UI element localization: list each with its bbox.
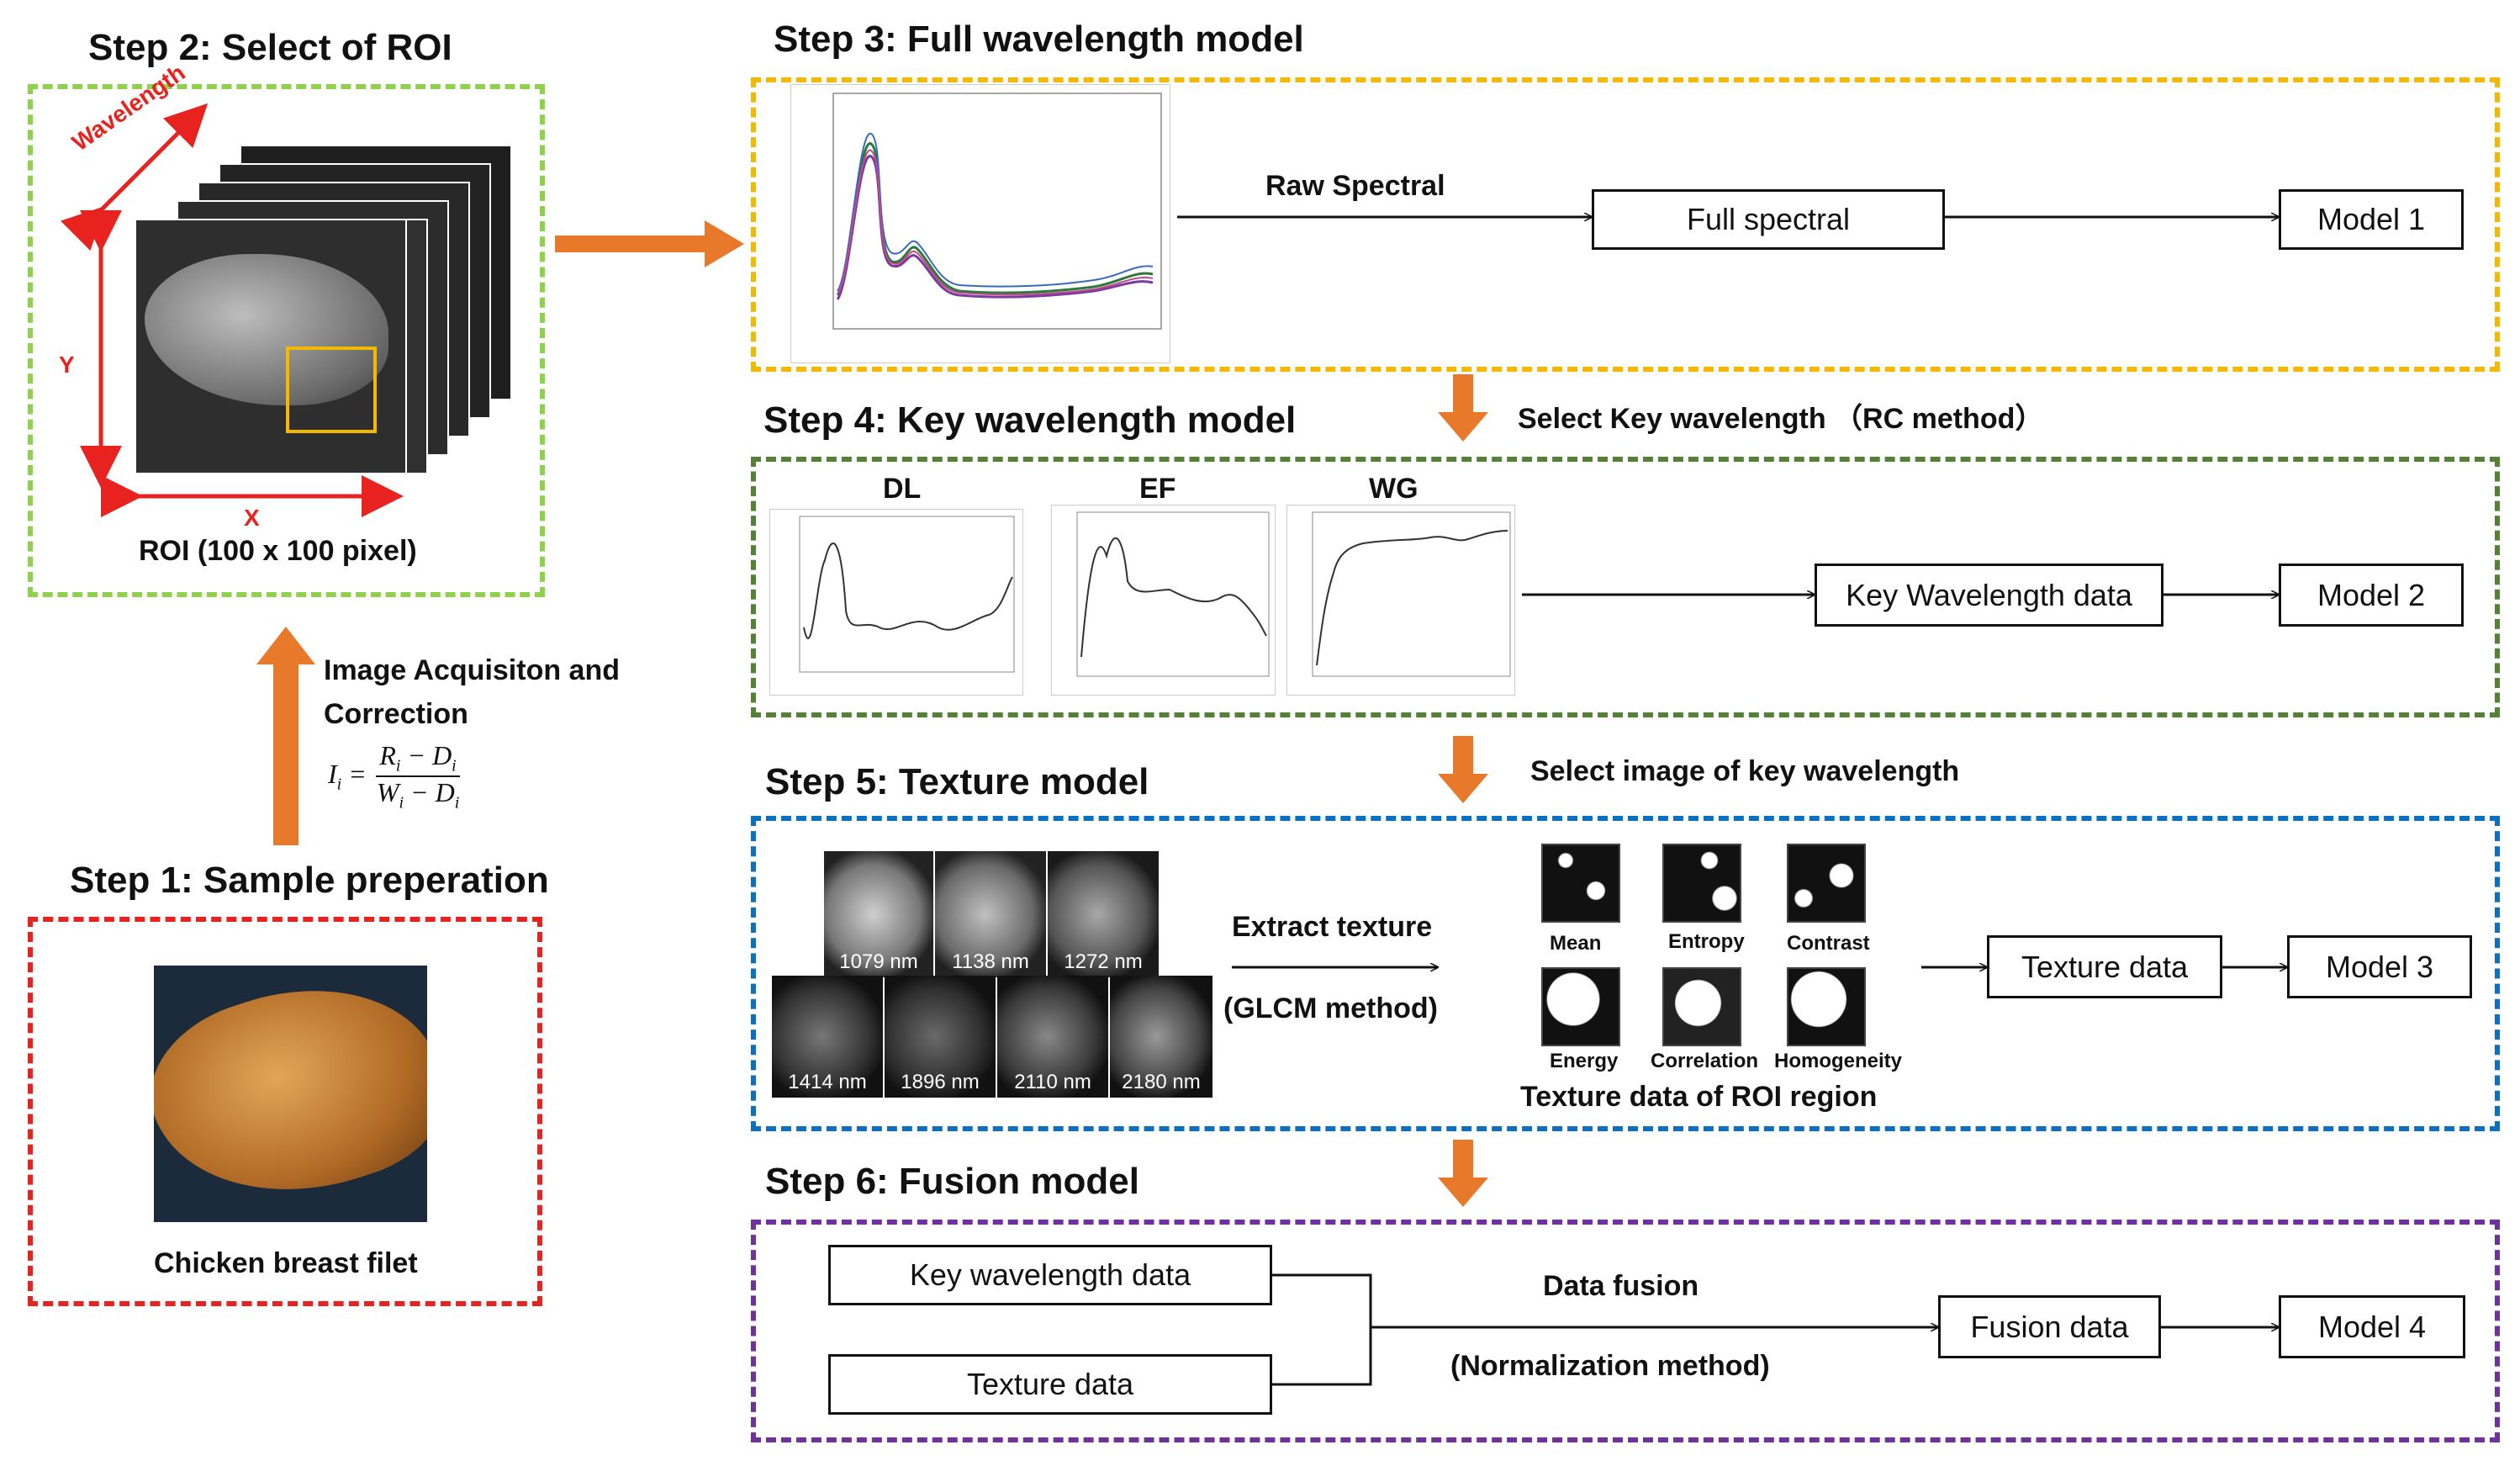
dl-regression-plot: [769, 509, 1023, 696]
step2-box: [28, 84, 545, 597]
chart-label-ef: EF: [1139, 473, 1176, 505]
fusion-input-key-wavelength: Key wavelength data: [828, 1245, 1272, 1305]
extract-texture-label: Extract texture: [1232, 911, 1433, 943]
acquisition-label-1: Image Acquisiton and: [324, 654, 621, 686]
texture-roi-caption: Texture data of ROI region: [1520, 1081, 1878, 1113]
nm-label: 2180 nm: [1122, 1071, 1201, 1093]
step3-box: [751, 77, 2500, 372]
chart-label-dl: DL: [883, 473, 922, 505]
nm-label: 1414 nm: [788, 1071, 867, 1093]
nm-label: 1079 nm: [839, 950, 918, 973]
texture-data-box: Texture data: [1987, 935, 2222, 998]
normalization-method-label: (Normalization method): [1450, 1350, 1770, 1382]
step6-title: Step 6: Fusion model: [765, 1161, 1139, 1202]
feature-label-correlation: Correlation: [1651, 1050, 1759, 1072]
chicken-photo: [154, 966, 427, 1222]
feature-label-entropy: Entropy: [1668, 930, 1745, 953]
nm-image: 1079 nm: [824, 851, 933, 977]
data-fusion-label: Data fusion: [1543, 1270, 1699, 1302]
chicken-grey-shape: [145, 254, 388, 405]
fusion-bracket: [1272, 1273, 1372, 1386]
texture-image-entropy: [1662, 844, 1741, 923]
chart-label-wg: WG: [1369, 473, 1418, 505]
texture-image-contrast: [1787, 844, 1866, 923]
model4-box: Model 4: [2279, 1295, 2465, 1358]
feature-label-energy: Energy: [1550, 1050, 1619, 1072]
step1-title: Step 1: Sample preperation: [70, 860, 549, 901]
step4-title: Step 4: Key wavelength model: [763, 400, 1297, 441]
nm-image: 1896 nm: [885, 976, 996, 1098]
nm-label: 1896 nm: [901, 1071, 980, 1093]
hyperspectral-stack: [135, 145, 521, 481]
formula-fraction: Ri − Di Wi − Di: [373, 740, 462, 813]
ef-svg: [1076, 511, 1270, 677]
nm-label: 1138 nm: [952, 950, 1029, 973]
roi-rectangle: [286, 347, 377, 433]
raw-spectra-svg: [832, 93, 1162, 330]
fusion-input-texture: Texture data: [828, 1354, 1272, 1415]
step4-box: [751, 457, 2500, 717]
step6-box: [751, 1220, 2500, 1442]
formula-denominator: Wi − Di: [376, 777, 460, 812]
step1-caption: Chicken breast filet: [154, 1247, 418, 1279]
nm-image: 1272 nm: [1048, 851, 1159, 977]
texture-image-correlation: [1662, 967, 1741, 1046]
raw-spectral-label: Raw Spectral: [1265, 170, 1445, 202]
key-wavelength-data-box: Key Wavelength data: [1815, 564, 2163, 627]
wg-svg: [1312, 511, 1511, 677]
y-axis-label: Y: [59, 352, 75, 378]
feature-label-contrast: Contrast: [1787, 932, 1870, 955]
step1-box: [28, 917, 542, 1306]
texture-image-energy: [1541, 967, 1620, 1046]
step5-box: [751, 816, 2500, 1131]
select-image-label: Select image of key wavelength: [1530, 755, 1960, 787]
texture-image-homogeneity: [1787, 967, 1866, 1046]
dl-svg: [799, 516, 1015, 673]
ef-regression-plot: [1051, 505, 1276, 696]
x-axis-label: X: [244, 505, 260, 531]
feature-label-homogeneity: Homogeneity: [1774, 1050, 1903, 1072]
glcm-method-label: (GLCM method): [1223, 992, 1438, 1024]
raw-spectra-plot: [790, 84, 1170, 363]
formula-lhs: Ii =: [328, 759, 367, 794]
step3-title: Step 3: Full wavelength model: [774, 19, 1304, 60]
nm-image: 2180 nm: [1110, 976, 1212, 1098]
nm-image: 1138 nm: [935, 851, 1046, 977]
nm-image: 2110 nm: [997, 976, 1108, 1098]
acquisition-label-2: Correction: [324, 698, 468, 730]
model2-box: Model 2: [2279, 564, 2464, 627]
nm-label: 2110 nm: [1014, 1071, 1091, 1093]
nm-image: 1414 nm: [772, 976, 883, 1098]
roi-caption: ROI (100 x 100 pixel): [139, 535, 417, 567]
feature-label-mean: Mean: [1550, 932, 1602, 955]
step2-title: Step 2: Select of ROI: [88, 27, 452, 68]
texture-image-mean: [1541, 844, 1620, 923]
nm-label: 1272 nm: [1064, 950, 1143, 973]
correction-formula: Ii = Ri − Di Wi − Di: [328, 740, 462, 813]
model1-box: Model 1: [2279, 189, 2464, 250]
step5-title: Step 5: Texture model: [765, 761, 1149, 802]
wg-regression-plot: [1286, 505, 1515, 696]
fusion-data-box: Fusion data: [1938, 1295, 2161, 1358]
select-key-wavelength-label: Select Key wavelength （RC method）: [1518, 403, 2044, 435]
full-spectral-box: Full spectral: [1592, 189, 1945, 250]
wavelength-axis: [61, 103, 209, 251]
model3-box: Model 3: [2287, 935, 2472, 998]
formula-numerator: Ri − Di: [376, 740, 460, 778]
